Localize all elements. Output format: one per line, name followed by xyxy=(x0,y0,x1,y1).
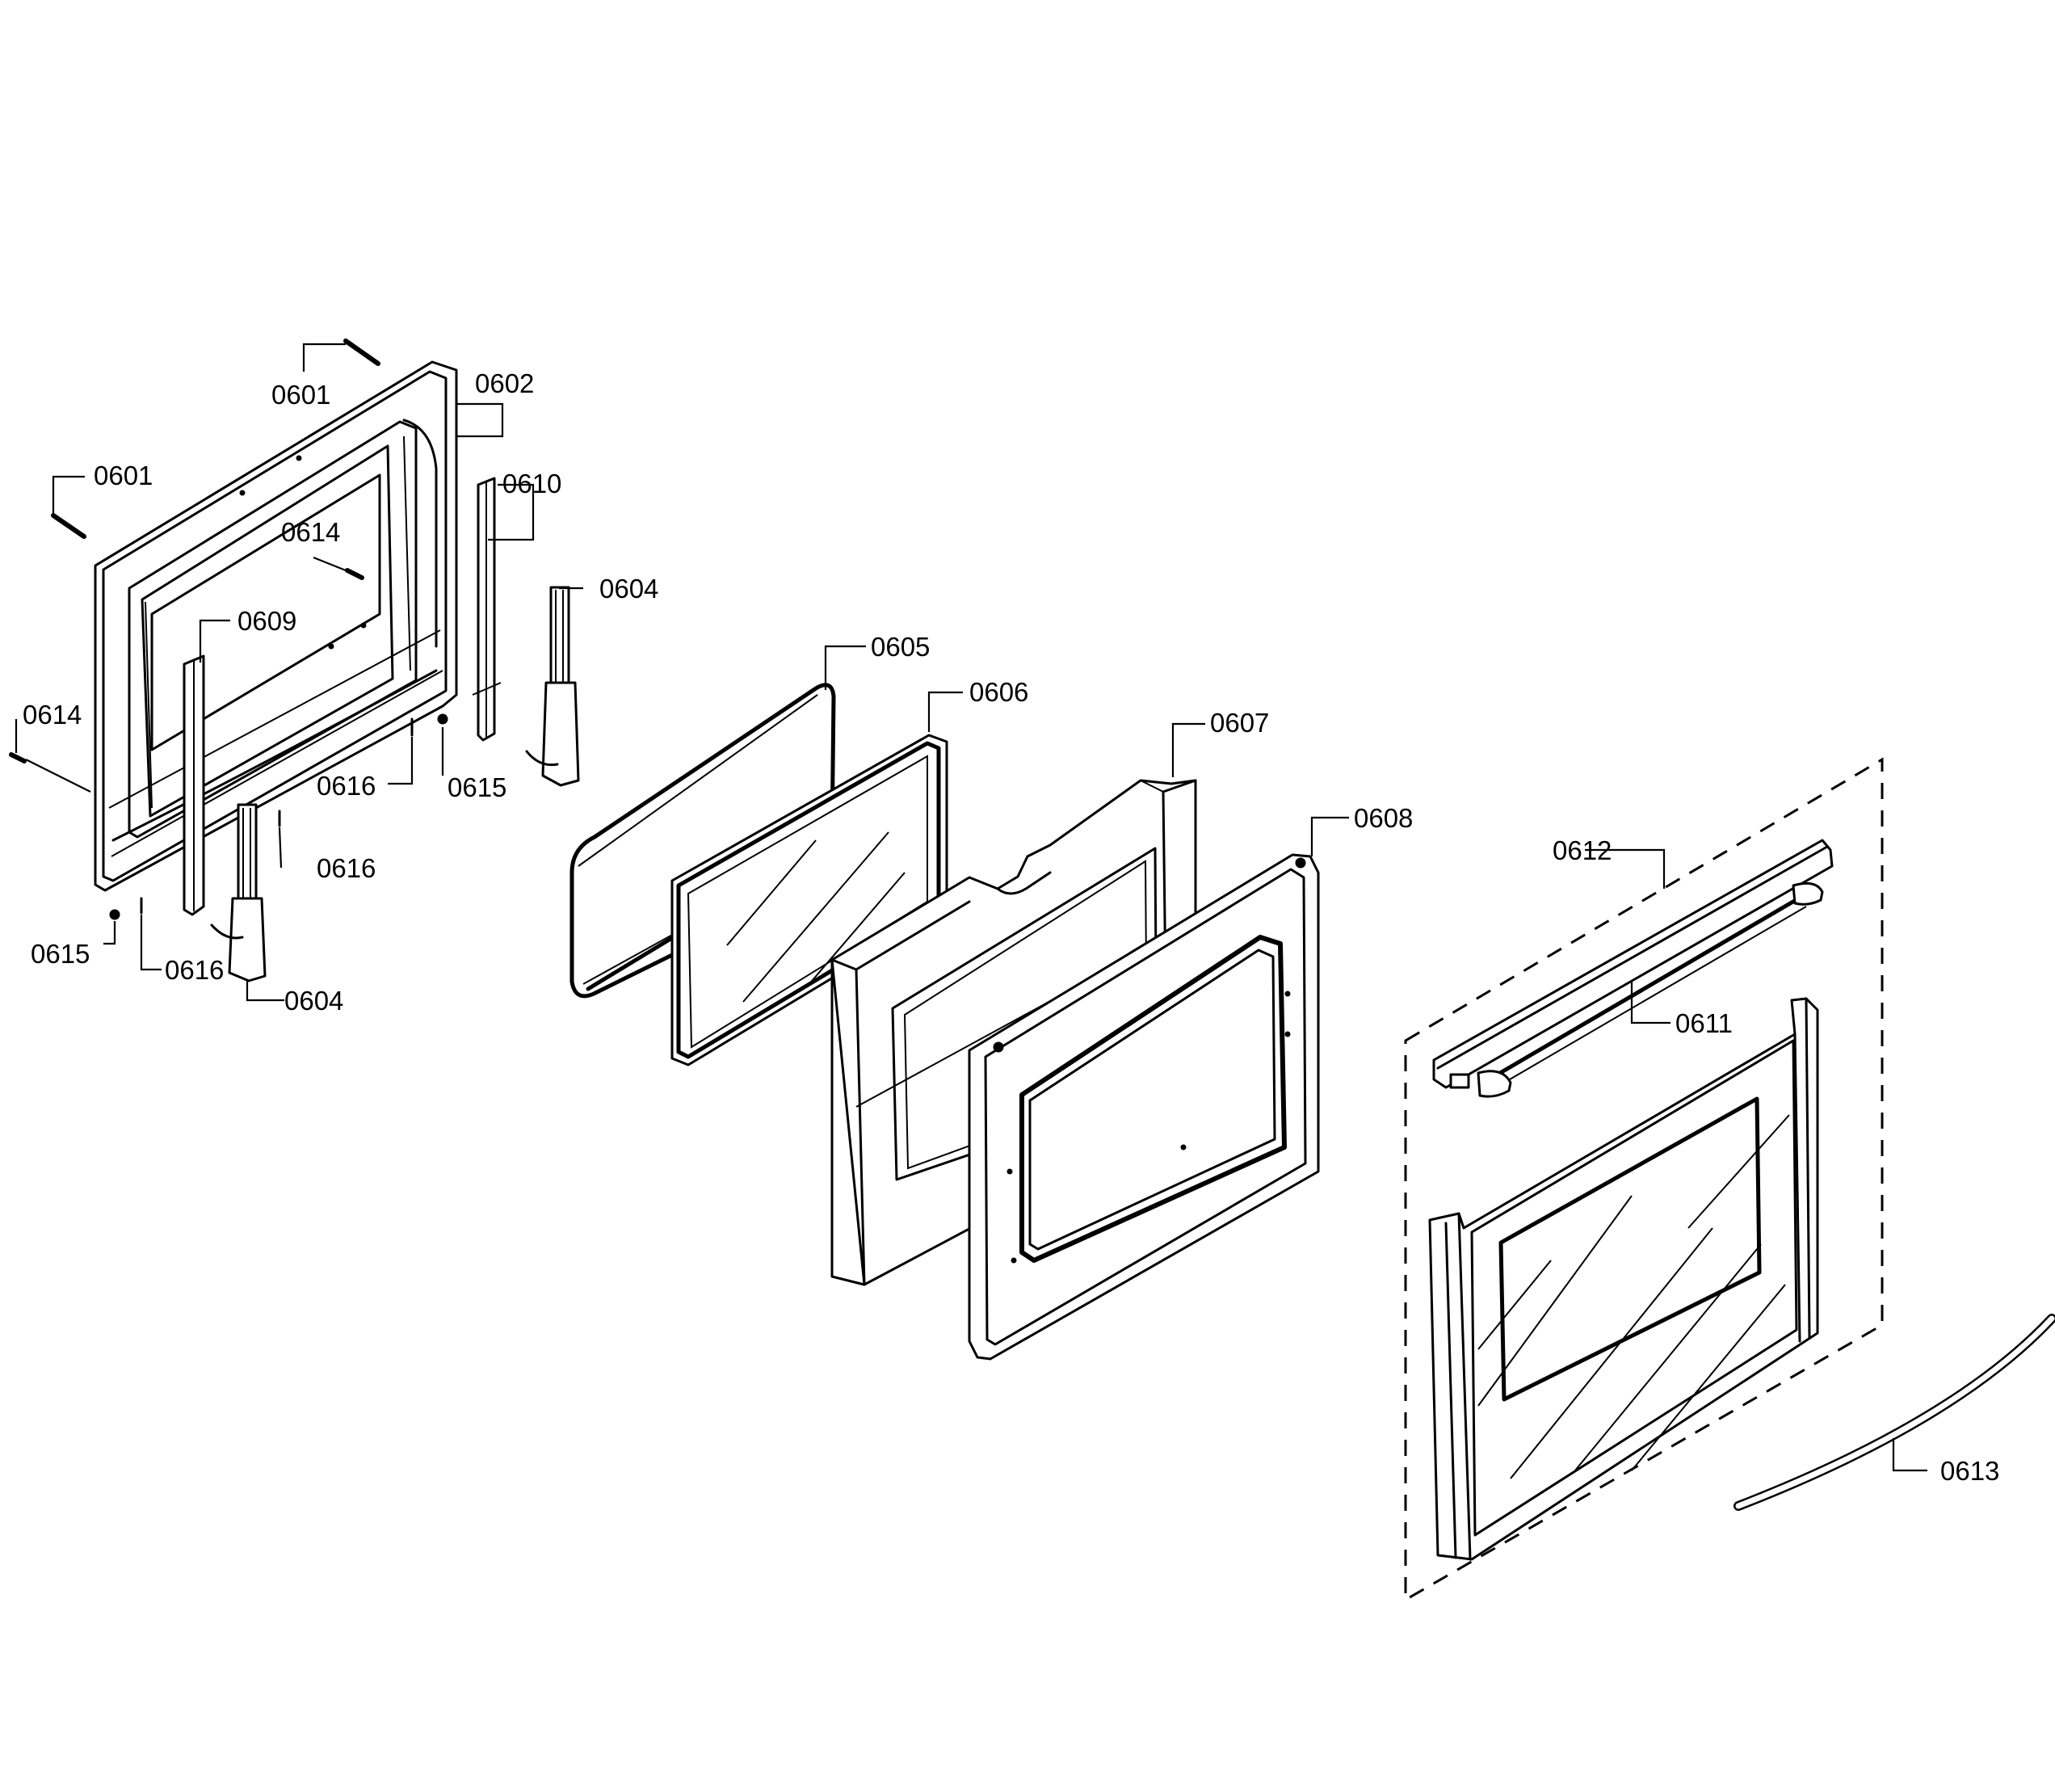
callout-0614-inner: 0614 xyxy=(281,517,340,547)
callout-0601-left: 0601 xyxy=(94,461,153,490)
callout-0612: 0612 xyxy=(1553,835,1612,865)
callout-0615-left: 0615 xyxy=(31,939,90,969)
callout-0606: 0606 xyxy=(969,677,1028,707)
handle-bar-0611 xyxy=(1432,839,1834,1098)
leader-lines xyxy=(15,343,1927,1472)
hinge-0604-left xyxy=(210,803,267,982)
callout-0605: 0605 xyxy=(871,632,930,662)
hinge-pin-0601 xyxy=(51,339,380,539)
callout-labels: 0601 0602 0601 0610 0614 0604 0609 0614 … xyxy=(23,368,1999,1486)
callout-0611: 0611 xyxy=(1675,1008,1733,1038)
small-screws xyxy=(109,713,448,920)
callout-0616-a: 0616 xyxy=(317,771,376,801)
side-trim-0609 xyxy=(183,654,205,916)
callout-0616-c: 0616 xyxy=(165,955,224,985)
screw-0614 xyxy=(9,568,364,763)
callout-0614-left: 0614 xyxy=(23,700,82,730)
glass-door-front xyxy=(1428,997,1819,1561)
hinge-0604-right xyxy=(525,586,580,787)
outer-panel-0608 xyxy=(968,853,1320,1361)
gasket-strip-0613 xyxy=(1734,1314,2055,1511)
callout-0602: 0602 xyxy=(475,368,534,398)
callout-0604-left: 0604 xyxy=(284,986,343,1016)
callout-0610: 0610 xyxy=(502,469,561,498)
callout-0615-right: 0615 xyxy=(448,772,506,802)
callout-0613: 0613 xyxy=(1940,1456,1999,1486)
outer-door-assembly-0612 xyxy=(1404,757,1884,1602)
side-trim-0610 xyxy=(472,477,502,742)
callout-0608: 0608 xyxy=(1354,803,1413,833)
callout-0601-top: 0601 xyxy=(271,380,330,410)
callout-0604-right: 0604 xyxy=(599,574,658,604)
callout-0607: 0607 xyxy=(1210,708,1269,738)
callout-0609: 0609 xyxy=(237,606,296,636)
callout-0616-b: 0616 xyxy=(317,853,376,883)
